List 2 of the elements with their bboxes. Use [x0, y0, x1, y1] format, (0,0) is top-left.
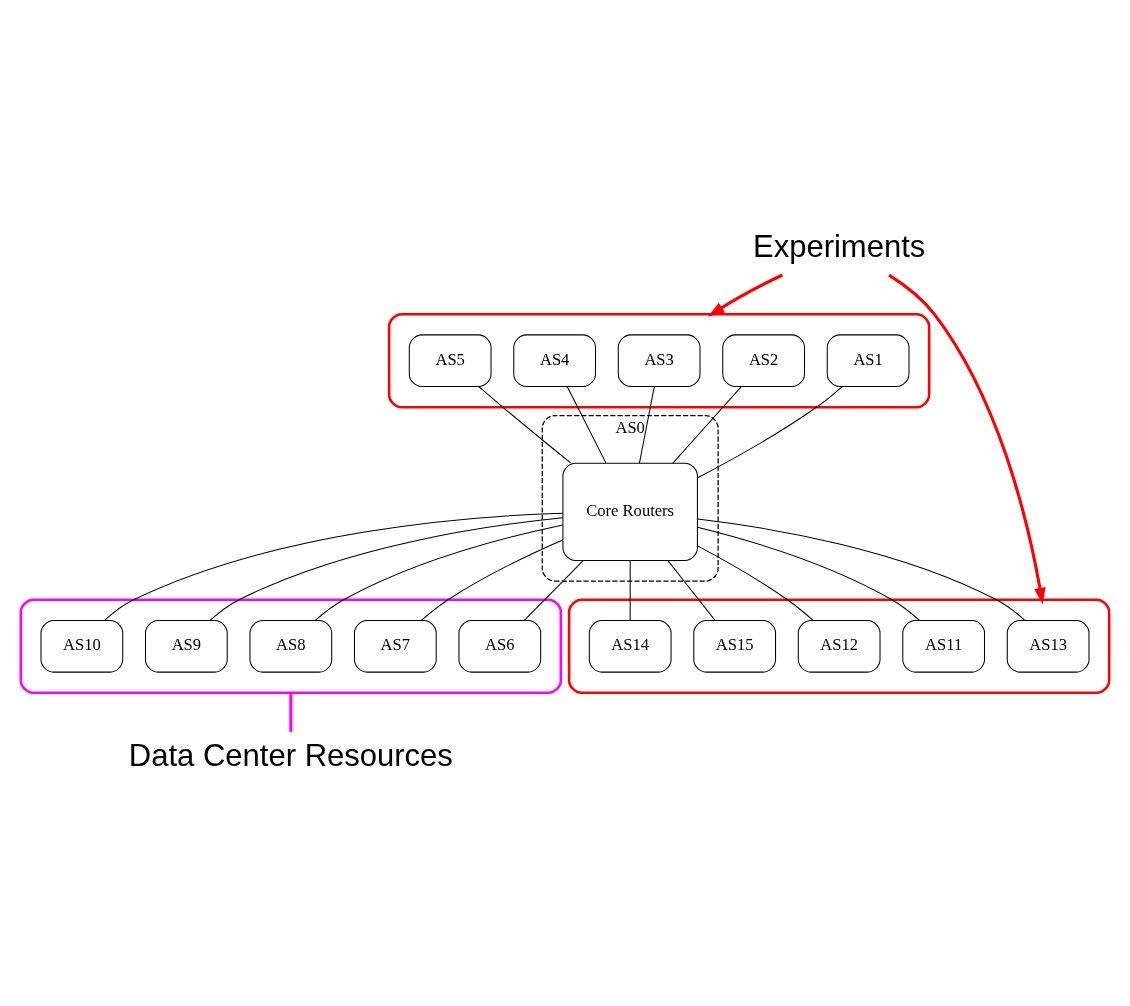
node-text: Experiments: [752, 228, 926, 264]
node-text: Data Center Resources: [128, 737, 453, 773]
